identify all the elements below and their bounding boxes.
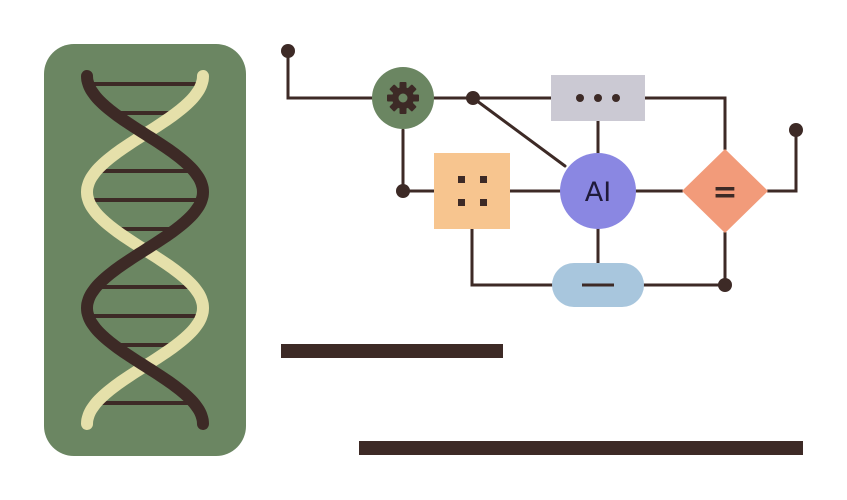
grid-node-box (434, 153, 510, 229)
minus-icon (582, 283, 614, 287)
endpoint-dot (789, 123, 803, 137)
dna-helix-icon (80, 70, 210, 430)
dna-rungs (88, 82, 202, 405)
connector-junction-to-ai (471, 96, 567, 168)
equals-icon: = (712, 175, 737, 210)
diamond-node: = (682, 149, 768, 233)
connector-dots-to-diamond (643, 96, 727, 151)
ai-node-circle (560, 153, 636, 229)
connector-endpoints (281, 44, 803, 292)
connector-pill-to-diamond (642, 231, 727, 287)
endpoint-dot (466, 91, 480, 105)
diamond-node-shape (682, 149, 768, 233)
endpoint-dot (718, 278, 732, 292)
dots-node (551, 75, 645, 121)
connector-lines (286, 50, 798, 287)
gear-icon (387, 82, 419, 114)
endpoint-dot (281, 44, 295, 58)
connector-gear-to-grid (401, 128, 436, 193)
ai-node: AI (560, 153, 636, 229)
ai-label: AI (585, 177, 611, 208)
grid-node (434, 153, 510, 229)
gear-node (372, 67, 434, 129)
connector-grid-to-pill (470, 227, 554, 287)
endpoint-dot (396, 184, 410, 198)
pill-node (552, 263, 644, 307)
connector-start-to-gear (286, 50, 374, 100)
ellipsis-icon (576, 94, 620, 102)
text-line-bar (359, 441, 803, 455)
text-line-bar (281, 344, 503, 358)
dna-panel (44, 44, 246, 456)
four-dots-icon (458, 176, 487, 206)
connector-diamond-to-end (766, 128, 798, 193)
